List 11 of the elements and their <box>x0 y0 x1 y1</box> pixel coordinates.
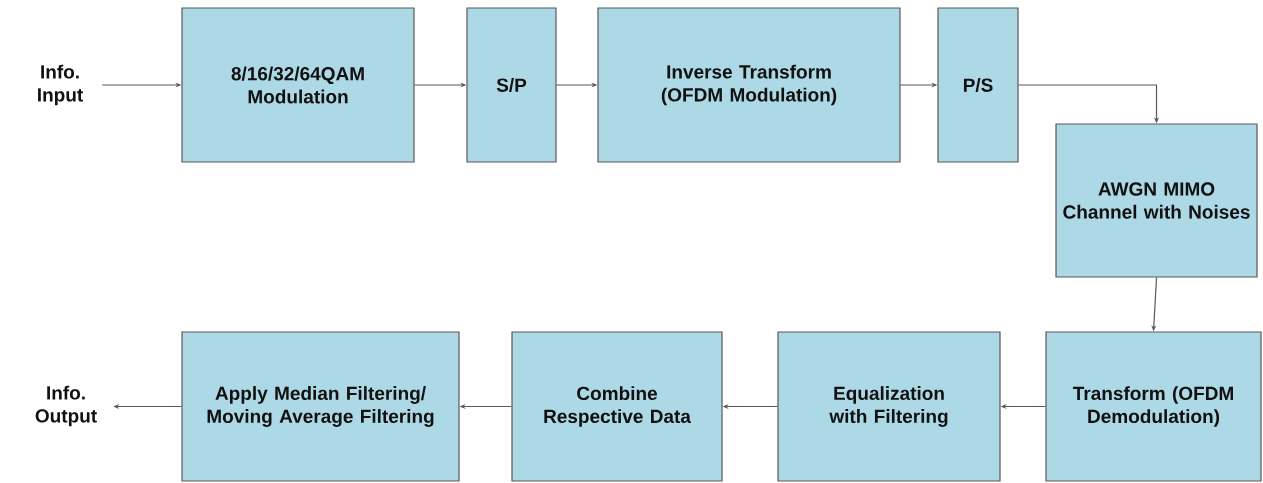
process-box: Equalization with Filtering <box>777 331 1001 482</box>
process-box: Inverse Transform (OFDM Modulation) <box>597 7 901 163</box>
process-box: P/S <box>937 7 1019 163</box>
process-box: S/P <box>466 7 557 163</box>
process-box: Combine Respective Data <box>511 331 723 482</box>
process-box: 8/16/32/64QAM Modulation <box>181 7 415 163</box>
process-box: AWGN MIMO Channel with Noises <box>1055 123 1258 278</box>
io-label: Info. Output <box>35 385 97 427</box>
process-box: Transform (OFDM Demodulation) <box>1045 331 1262 482</box>
process-box: Apply Median Filtering/ Moving Average Filtering <box>181 331 460 482</box>
io-label: Info. Input <box>38 64 83 106</box>
